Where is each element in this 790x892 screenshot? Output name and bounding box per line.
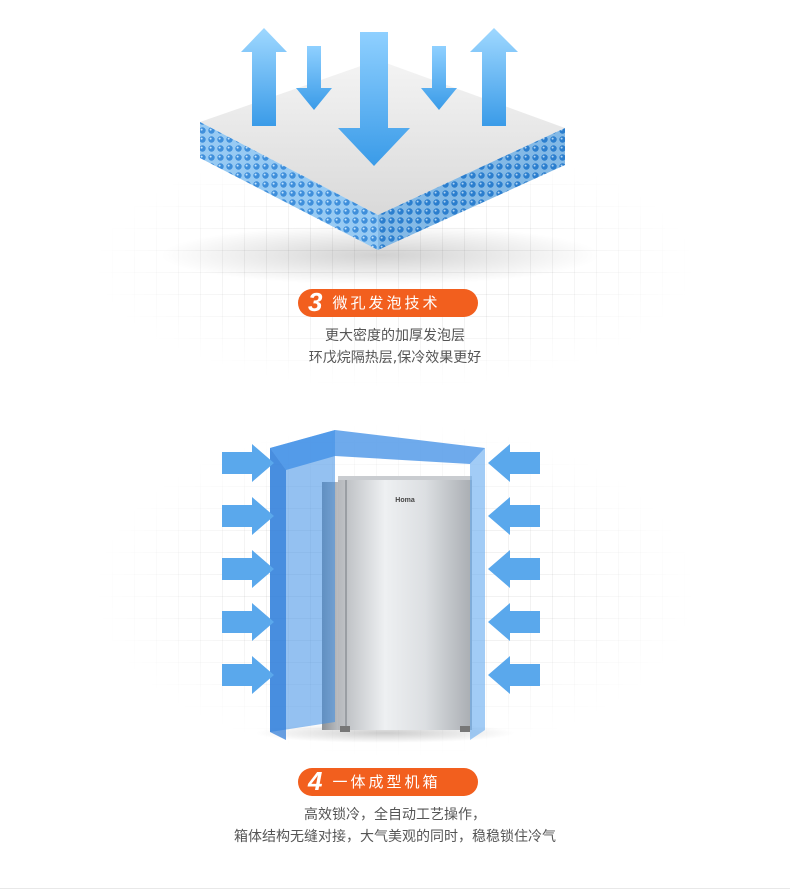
arrow-left-icon <box>488 603 540 641</box>
section-title: 一体成型机箱 <box>332 773 441 791</box>
arrow-right-icon <box>222 497 274 535</box>
arrow-down-large-icon <box>338 32 410 166</box>
arrow-left-icon <box>488 656 540 694</box>
shell-left-panel <box>270 430 335 732</box>
compress-arrows-left <box>222 444 274 694</box>
arrow-right-icon <box>222 550 274 588</box>
arrow-right-icon <box>222 444 274 482</box>
description-line: 箱体结构无缝对接，大气美观的同时，稳稳锁住冷气 <box>234 829 556 845</box>
description-line: 高效锁冷，全自动工艺操作， <box>304 807 486 823</box>
bottom-divider <box>0 888 790 889</box>
slab-left-face <box>200 122 378 250</box>
slab-shadow <box>160 225 600 285</box>
slab-right-face <box>378 128 565 250</box>
section-number: 4 <box>308 766 323 796</box>
arrow-left-icon <box>488 550 540 588</box>
section-description: 高效锁冷，全自动工艺操作， 箱体结构无缝对接，大气美观的同时，稳稳锁住冷气 <box>0 804 790 848</box>
cabinet-illustration: Homa <box>222 430 540 743</box>
arrow-left-icon <box>488 444 540 482</box>
section-badge: 3 微孔发泡技术 <box>298 287 478 317</box>
shell-right-panel <box>470 448 485 740</box>
description-line: 更大密度的加厚发泡层 <box>325 328 465 344</box>
section-description: 更大密度的加厚发泡层 环戊烷隔热层,保冷效果更好 <box>0 325 790 369</box>
arrow-right-icon <box>222 603 274 641</box>
foam-layer-illustration <box>160 28 600 285</box>
arrow-up-icon <box>470 28 518 126</box>
arrow-up-icon <box>241 28 287 126</box>
compress-arrows-right <box>488 444 540 694</box>
fridge-brand-logo: Homa <box>395 497 415 504</box>
section-one-piece-cabinet: Homa 4 一体成型机箱 高效锁冷，全自动工艺操作， 箱体结构无缝 <box>0 420 790 892</box>
arrow-down-icon <box>421 46 457 110</box>
arrow-left-icon <box>488 497 540 535</box>
section-title: 微孔发泡技术 <box>332 294 441 312</box>
fridge-door <box>338 476 472 730</box>
shell-top-panel <box>270 430 485 470</box>
section-badge: 4 一体成型机箱 <box>298 766 478 796</box>
arrow-down-icon <box>296 46 332 110</box>
description-line: 环戊烷隔热层,保冷效果更好 <box>308 350 482 366</box>
arrow-right-icon <box>222 656 274 694</box>
section-foam-technology: 3 微孔发泡技术 更大密度的加厚发泡层 环戊烷隔热层,保冷效果更好 <box>0 0 790 420</box>
section-number: 3 <box>308 287 323 317</box>
